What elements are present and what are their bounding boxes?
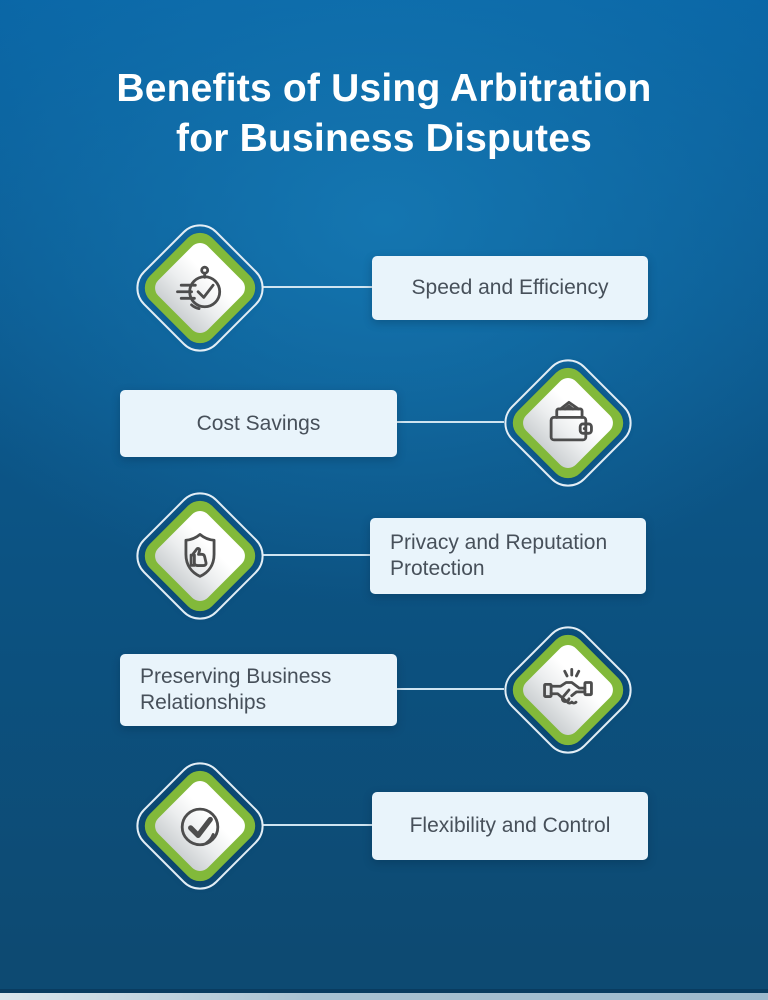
benefit-label: Cost Savings	[196, 411, 321, 435]
diamond-green-border	[505, 627, 631, 753]
benefit-label-box: Cost Savings	[120, 390, 397, 457]
benefit-diamond-relationships	[488, 610, 648, 770]
diamond-inner-panel	[518, 640, 618, 740]
connector-line	[262, 824, 378, 826]
shield-thumbs-up-icon	[165, 521, 235, 591]
connector-line	[262, 554, 376, 556]
benefit-label: Privacy and Reputation Protection	[390, 531, 608, 580]
bottom-edge-light-strip	[0, 993, 768, 1000]
benefit-label-box: Speed and Efficiency	[372, 256, 648, 320]
benefit-label: Flexibility and Control	[409, 814, 611, 837]
page-title: Benefits of Using Arbitration for Busine…	[0, 64, 768, 164]
benefit-label-box: Preserving Business Relationships	[120, 654, 397, 726]
benefit-diamond-flexibility	[120, 746, 280, 906]
check-circle-icon	[165, 791, 235, 861]
benefit-label: Preserving Business Relationships	[140, 665, 332, 714]
page-title-line1: Benefits of Using Arbitration	[116, 67, 652, 110]
diamond-inner-panel	[150, 776, 250, 876]
benefit-diamond-privacy	[120, 476, 280, 636]
benefit-label: Speed and Efficiency	[411, 276, 609, 299]
benefit-label-box: Privacy and Reputation Protection	[370, 518, 646, 594]
diamond-green-border	[137, 763, 263, 889]
wallet-icon	[533, 388, 603, 458]
diamond-inner-panel	[518, 373, 618, 473]
page-title-line2: for Business Disputes	[176, 117, 592, 160]
diamond-green-border	[137, 493, 263, 619]
benefit-label-box: Flexibility and Control	[372, 792, 648, 860]
diamond-inner-panel	[150, 506, 250, 606]
diamond-green-border	[505, 360, 631, 486]
benefit-diamond-cost	[488, 343, 648, 503]
connector-line	[392, 688, 504, 690]
diamond-inner-panel	[150, 238, 250, 338]
diamond-green-border	[137, 225, 263, 351]
benefit-diamond-speed	[120, 208, 280, 368]
bottom-edge-dark-line	[0, 989, 768, 993]
connector-line	[262, 286, 378, 288]
connector-line	[392, 421, 504, 423]
stopwatch-speed-icon	[165, 253, 235, 323]
handshake-icon	[533, 655, 603, 725]
